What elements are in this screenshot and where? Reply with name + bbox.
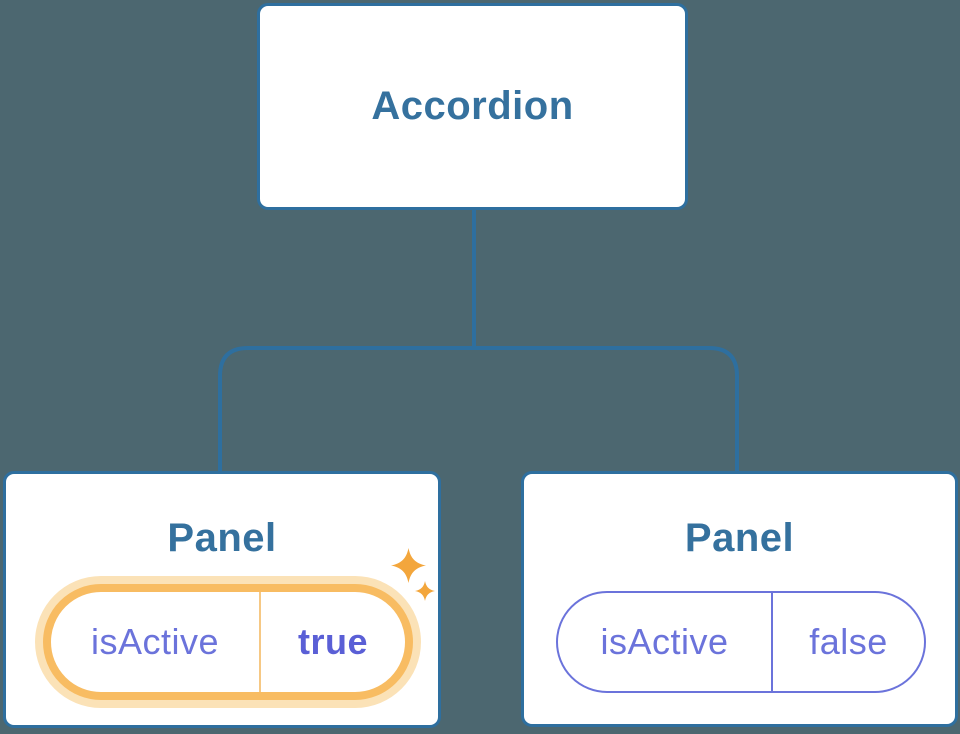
panel-title: Panel	[167, 516, 277, 560]
accordion-node-label: Accordion	[371, 84, 574, 128]
panel-node-inactive: Panel isActive false	[521, 471, 958, 727]
state-pill-inactive: isActive false	[556, 591, 926, 693]
state-value-label: false	[809, 621, 888, 662]
pill-divider	[259, 592, 261, 692]
panel-node-active: Panel isActive true	[3, 471, 441, 728]
state-value-label: true	[297, 621, 368, 662]
pill-divider	[771, 593, 773, 691]
accordion-node: Accordion	[257, 3, 688, 210]
panel-title: Panel	[684, 516, 795, 560]
sparkle-icon-small	[415, 581, 435, 601]
state-pill-active: isActive true	[43, 584, 413, 700]
state-prop-label: isActive	[600, 621, 729, 662]
state-prop-label: isActive	[90, 621, 220, 662]
sparkle-icon-large	[391, 548, 426, 583]
branch-bracket-line	[218, 346, 739, 471]
